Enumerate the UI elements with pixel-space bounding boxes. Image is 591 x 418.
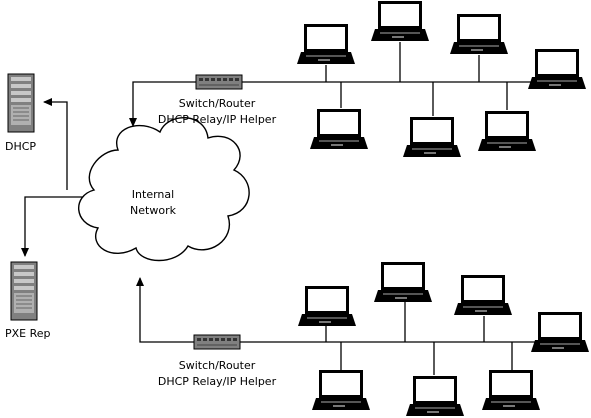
laptop-icon bbox=[374, 262, 432, 302]
arrow-to-dhcp bbox=[43, 98, 68, 190]
laptop-icon bbox=[528, 49, 586, 89]
server-icon bbox=[10, 261, 38, 321]
pxe-rep-label: PXE Rep bbox=[5, 327, 51, 340]
cloud-icon bbox=[78, 117, 250, 262]
pxe-rep-server: PXE Rep bbox=[5, 261, 51, 340]
laptops-top bbox=[297, 1, 586, 157]
laptop-icon bbox=[312, 370, 370, 410]
laptop-icon bbox=[403, 117, 461, 157]
cloud-label-line1: Internal bbox=[132, 188, 174, 201]
arrow-top-switch-to-cloud bbox=[129, 81, 196, 127]
laptop-icon bbox=[310, 109, 368, 149]
arrow-to-pxe bbox=[21, 196, 100, 257]
server-icon bbox=[7, 73, 35, 133]
server-links bbox=[21, 98, 100, 257]
dhcp-label: DHCP bbox=[5, 140, 36, 153]
top-links bbox=[129, 42, 555, 127]
laptop-icon bbox=[531, 312, 589, 352]
switch-router-top: Switch/Router DHCP Relay/IP Helper bbox=[158, 74, 277, 126]
switch-bottom-line2: DHCP Relay/IP Helper bbox=[158, 375, 277, 388]
switch-icon bbox=[193, 334, 241, 350]
arrow-bottom-switch-to-cloud bbox=[136, 277, 194, 343]
switch-top-line2: DHCP Relay/IP Helper bbox=[158, 113, 277, 126]
switch-icon bbox=[195, 74, 243, 90]
laptop-icon bbox=[454, 275, 512, 315]
bottom-links bbox=[136, 277, 555, 375]
laptop-icon bbox=[478, 111, 536, 151]
internal-network-cloud: Internal Network bbox=[78, 117, 250, 262]
cloud-label-line2: Network bbox=[130, 204, 177, 217]
dhcp-server: DHCP bbox=[5, 73, 36, 153]
laptop-icon bbox=[298, 286, 356, 326]
switch-bottom-line1: Switch/Router bbox=[179, 359, 256, 372]
switch-top-line1: Switch/Router bbox=[179, 97, 256, 110]
laptop-icon bbox=[482, 370, 540, 410]
laptop-icon bbox=[450, 14, 508, 54]
laptop-icon bbox=[371, 1, 429, 41]
laptops-bottom bbox=[298, 262, 589, 416]
switch-router-bottom: Switch/Router DHCP Relay/IP Helper bbox=[158, 334, 277, 388]
laptop-icon bbox=[406, 376, 464, 416]
laptop-icon bbox=[297, 24, 355, 64]
